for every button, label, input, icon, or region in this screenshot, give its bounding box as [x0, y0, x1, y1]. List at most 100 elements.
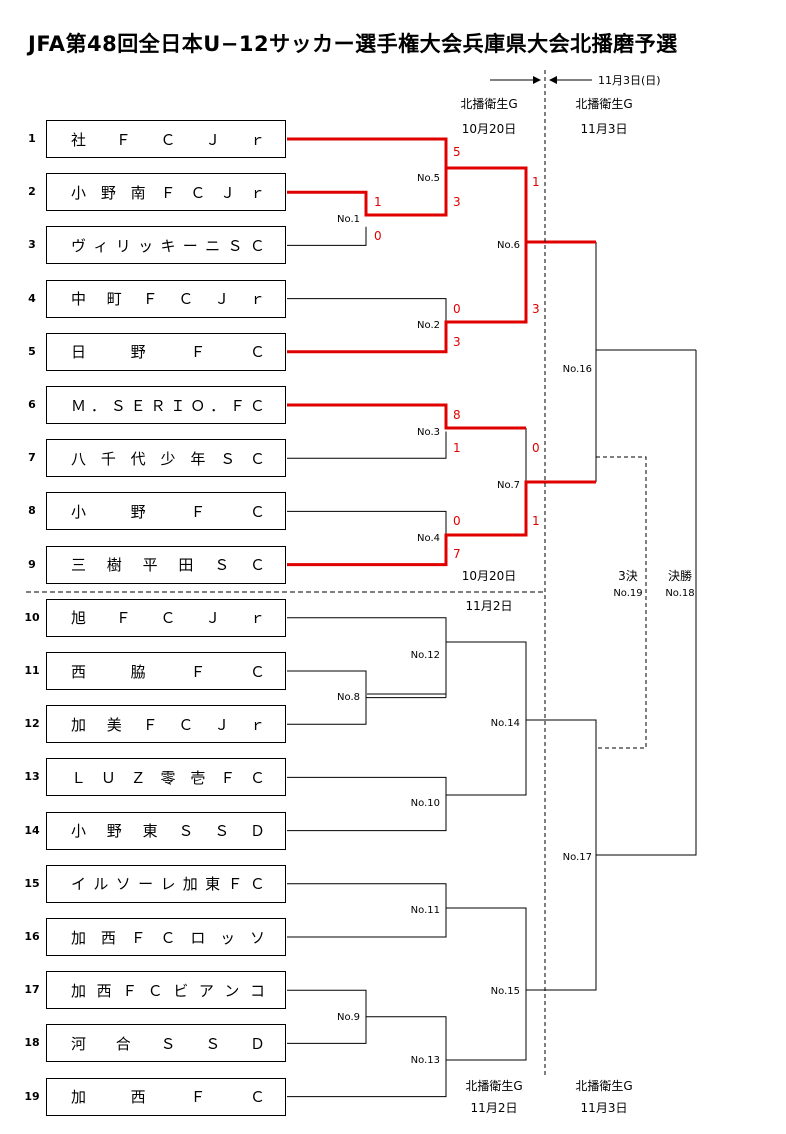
label-matches-m7: No.7	[497, 480, 520, 491]
team-name-char: 平	[142, 556, 158, 575]
team-name-char: Ｃ	[249, 449, 265, 468]
line-m11	[287, 883, 447, 938]
team-name-char: 旭	[71, 609, 87, 628]
team-name-char: 脇	[130, 662, 146, 681]
team-seed-14: 14	[24, 823, 40, 837]
team-name-char: Ｓ	[178, 822, 194, 841]
team-name-char: 美	[106, 715, 122, 734]
team-name-char: 西	[130, 1088, 146, 1107]
line-team8	[287, 510, 447, 538]
team-name-char: Ｆ	[190, 1088, 206, 1107]
team-name-char: 三	[71, 556, 87, 575]
team-name-char: イ	[71, 875, 87, 894]
team-name-char: Ｅ	[130, 396, 146, 415]
team-name-char: 田	[178, 556, 194, 575]
team-name-char: ヴ	[71, 236, 87, 255]
label-matches-m6: No.6	[497, 240, 520, 251]
team-name-char: リ	[115, 236, 131, 255]
team-name-char: Ｄ	[249, 822, 265, 841]
team-name-char: ソ	[249, 928, 265, 947]
team-name-char: ー	[182, 236, 198, 255]
team-seed-15: 15	[24, 876, 40, 890]
label-matches-m15: No.15	[491, 986, 520, 997]
top-venue-left: 北播衛生G	[460, 97, 517, 111]
team-name-char: Ｊ	[205, 130, 221, 149]
team-name-char: Ｃ	[249, 875, 265, 894]
team-seed-4: 4	[28, 291, 36, 305]
team-name-char: Ｃ	[249, 502, 265, 521]
team-name-char: 河	[71, 1034, 87, 1053]
team-name-char: ．	[90, 396, 106, 415]
label-scores-m2_bottom: 3	[453, 335, 461, 349]
label-matches-m3: No.3	[417, 427, 440, 438]
info-labels: 11月3日(日) 北播衛生G 10月20日 北播衛生G 11月3日 10月20日…	[460, 74, 692, 1115]
team-name-char: 年	[190, 449, 206, 468]
team-name-char: 西	[96, 981, 112, 1000]
team-name-char: 日	[71, 343, 87, 362]
label-matches-m19: No.19	[613, 588, 642, 599]
top-venue-right: 北播衛生G	[575, 97, 632, 111]
label-scores-m6_bottom: 3	[532, 302, 540, 316]
line-m14	[446, 641, 527, 796]
team-seed-5: 5	[28, 344, 36, 358]
label-scores-m2_top: 0	[453, 302, 461, 316]
team-name-char: ｒ	[249, 130, 265, 149]
team-name-char: 小	[71, 822, 87, 841]
team-name-char: ビ	[173, 981, 189, 1000]
team-name-char: ．	[210, 396, 226, 415]
team-name-char: Ｆ	[115, 130, 131, 149]
team-name-char: 町	[106, 290, 122, 309]
team-name-char: 野	[130, 502, 146, 521]
team-name-char: Ｃ	[178, 290, 194, 309]
team-name-char: ッ	[138, 236, 154, 255]
team-name-char: Ｆ	[115, 609, 131, 628]
team-name-char: Ｊ	[220, 183, 236, 202]
team-name-char: 加	[71, 715, 87, 734]
team-seed-6: 6	[28, 398, 36, 411]
team-name-char: 西	[71, 662, 87, 681]
final-label: 決勝	[668, 568, 692, 583]
team-name-char: Ｆ	[220, 768, 236, 787]
winner-team6	[287, 403, 526, 430]
label-matches-m11: No.11	[411, 905, 440, 916]
team-name-char: ｒ	[249, 290, 265, 309]
team-name-char: Ｃ	[147, 981, 163, 1000]
team-name-char: 野	[130, 343, 146, 362]
label-scores-m1_top: 1	[374, 195, 382, 209]
team-name-char: Ｊ	[214, 715, 230, 734]
bottom-date-left: 11月2日	[471, 1101, 518, 1115]
team-seed-1: 1	[28, 132, 36, 145]
team-name-char: Ｆ	[190, 343, 206, 362]
team-name-char: Ｍ	[71, 396, 87, 415]
team-name-char: Ｄ	[249, 1034, 265, 1053]
label-matches-m14: No.14	[491, 718, 520, 729]
team-name-char: 加	[71, 981, 87, 1000]
label-matches-m12: No.12	[411, 650, 440, 661]
label-matches-m4: No.4	[417, 533, 440, 544]
label-matches-m9: No.9	[337, 1012, 360, 1023]
team-name-char: 壱	[190, 768, 206, 787]
line-m19	[596, 456, 647, 749]
label-scores-m7_bottom: 1	[532, 514, 540, 528]
team-seed-12: 12	[24, 717, 40, 731]
team-name-char: 西	[100, 928, 116, 947]
team-name-char: Ｒ	[150, 396, 166, 415]
label-scores-m5_top: 5	[453, 145, 461, 159]
team-name-char: Ｆ	[130, 928, 146, 947]
team-name-char: ｒ	[249, 183, 265, 202]
team-name-char: ロ	[190, 928, 206, 947]
team-seed-13: 13	[24, 770, 40, 784]
team-name-char: Ｃ	[160, 130, 176, 149]
team-name-char: 野	[106, 822, 122, 841]
